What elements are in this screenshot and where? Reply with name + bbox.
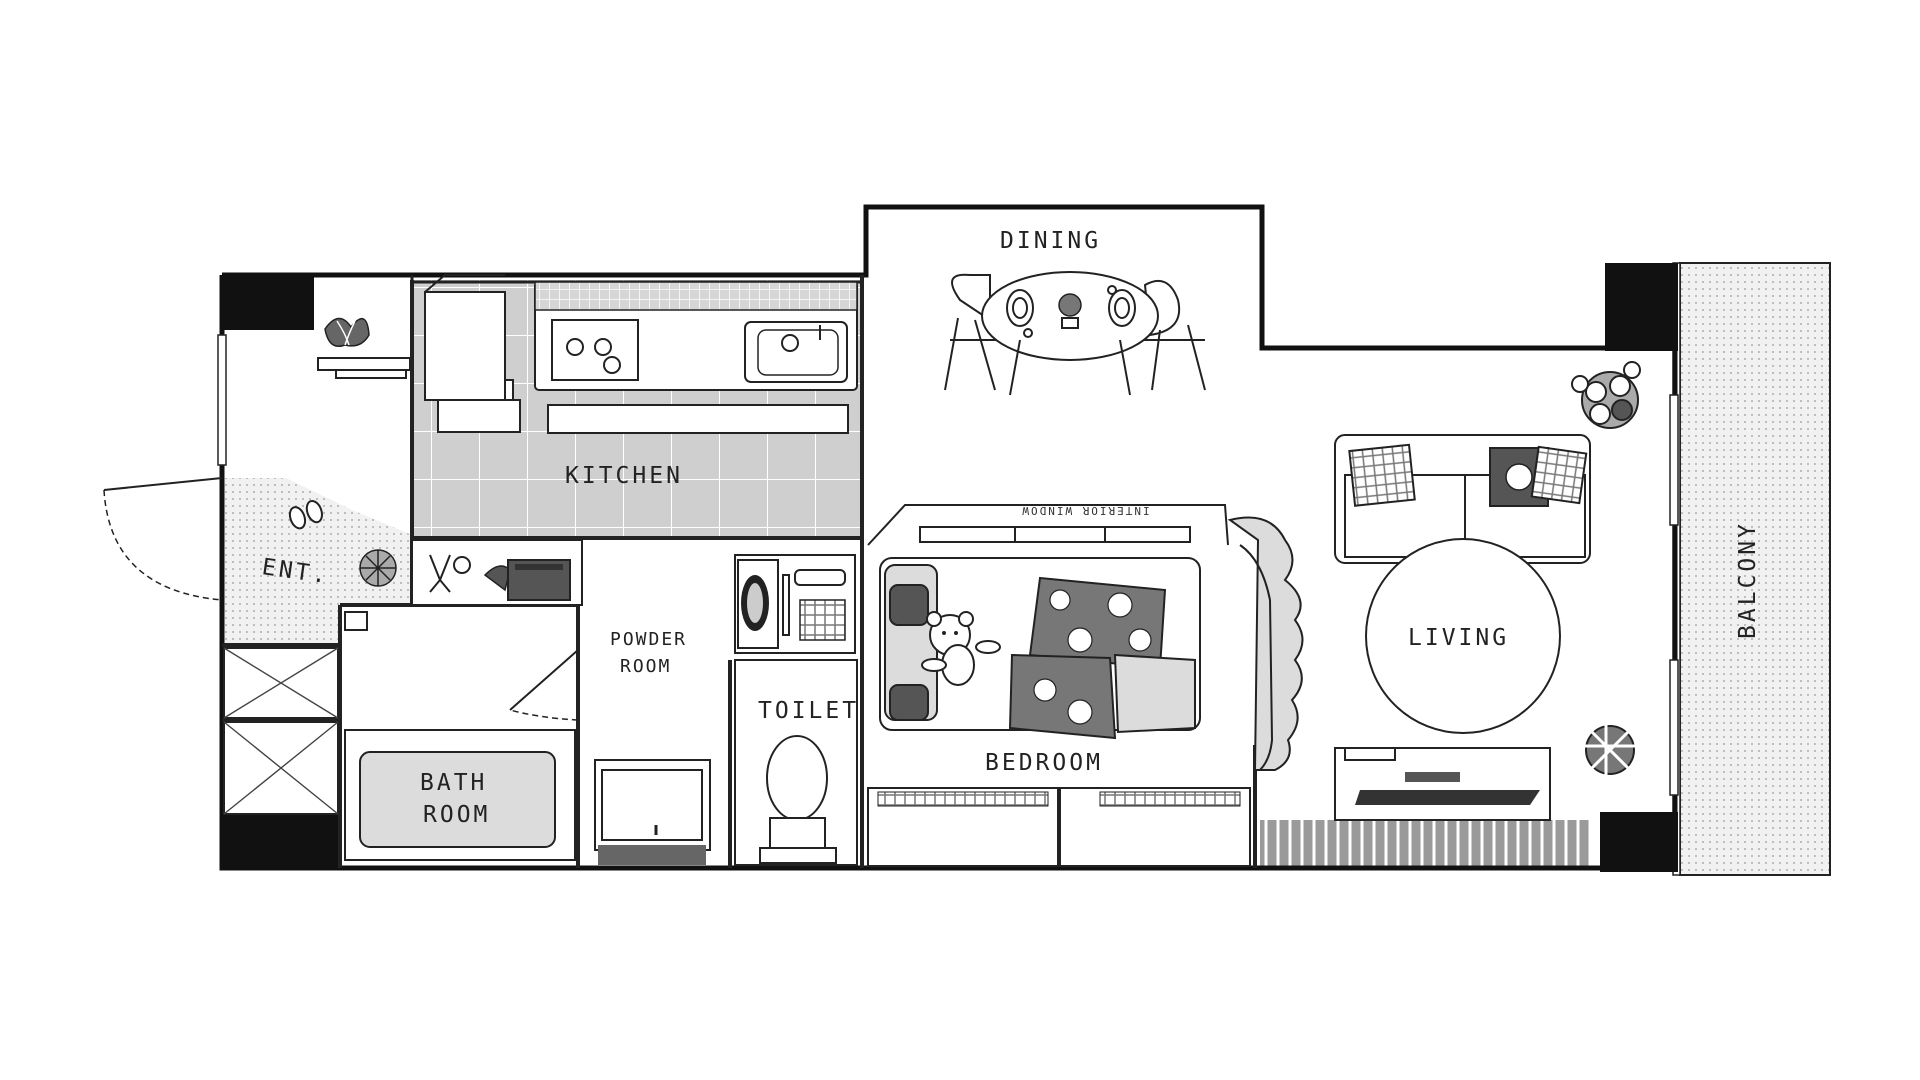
dining-label: DINING [1000, 228, 1101, 254]
shoe-shelf [317, 357, 411, 379]
tv-stand [1334, 747, 1551, 821]
column-bottom-right [1600, 812, 1678, 872]
washing-machine [734, 554, 856, 654]
column-bottom-left [222, 815, 342, 870]
toilet-label: TOILET [758, 698, 859, 724]
column-top-right [1605, 263, 1678, 351]
plant-icon [1571, 361, 1641, 429]
column-top-left [222, 275, 314, 330]
plant-icon [1582, 722, 1638, 778]
left-window [217, 334, 227, 466]
kitchen-label: KITCHEN [565, 463, 683, 489]
kitchen-sink [744, 321, 848, 383]
plant-icon [359, 549, 397, 587]
bed [879, 557, 1201, 740]
balcony-floor [1679, 262, 1831, 876]
right-window-top [1669, 394, 1679, 526]
bedroom-curtain [1227, 516, 1304, 771]
sofa [1334, 434, 1591, 564]
interior-window-label: INTERIOR WINDOW [1020, 504, 1149, 517]
powder-room-label-1: POWDER [610, 629, 687, 650]
right-window-bottom [1669, 659, 1679, 796]
laundry-shelf [411, 539, 583, 606]
entrance-door[interactable] [103, 477, 223, 601]
gas-stove [551, 319, 639, 381]
plant-icon [324, 317, 370, 347]
bedroom-shelves [867, 787, 1251, 867]
bath-room-label-2: ROOM [423, 802, 490, 828]
bathtub [344, 729, 576, 861]
interior-window [867, 504, 1229, 546]
living-rug [1365, 538, 1561, 734]
balcony-label: BALCONY [1735, 521, 1761, 639]
storage-closets [223, 647, 339, 815]
toilet-bowl [759, 735, 837, 864]
bedspread-flowers [1033, 589, 1152, 725]
living-slat-floor [1260, 820, 1590, 870]
teddy-bear-icon [921, 611, 1001, 686]
wash-basin [594, 759, 711, 865]
bathroom-shelf [344, 611, 368, 631]
bathroom-door[interactable] [509, 649, 579, 721]
dining-table [944, 271, 1206, 396]
bath-room-label-1: BATH [420, 770, 487, 796]
slippers-icon [288, 499, 323, 530]
powder-room-label-2: ROOM [620, 656, 671, 677]
living-label: LIVING [1408, 625, 1509, 651]
refrigerator [424, 274, 521, 433]
interior-walls [222, 275, 1257, 868]
bedroom-label: BEDROOM [985, 750, 1103, 776]
